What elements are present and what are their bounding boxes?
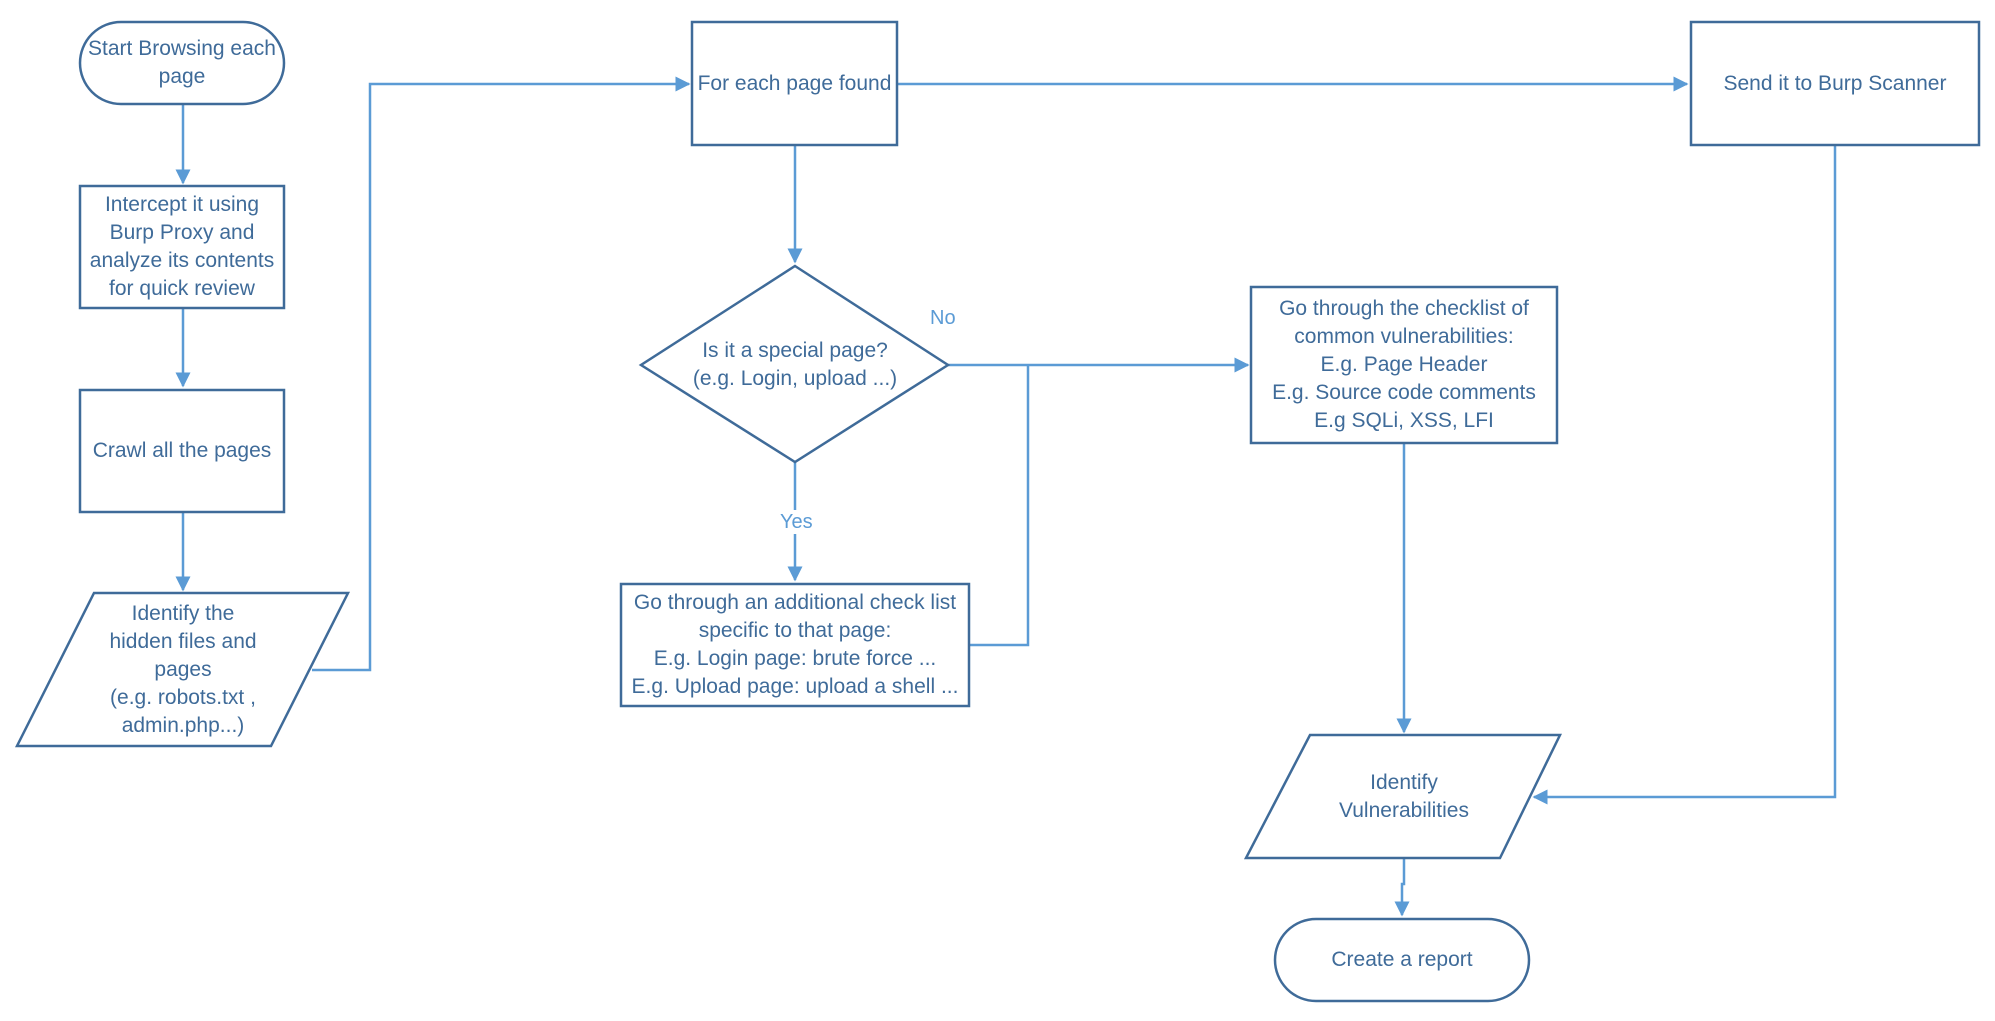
intercept-label: Intercept it using Burp Proxy and analyz… [89, 193, 275, 300]
report-terminator [1273, 917, 1531, 1003]
burp-scanner-process [1689, 20, 1981, 147]
identify-hidden-data-shape [14, 591, 351, 748]
additional-checklist-process [619, 582, 971, 708]
connector-identify-hidden-to-for-each [312, 76, 691, 672]
identify-vulns-data-shape [1243, 733, 1563, 860]
connector-identify-vulns-to-report [1394, 858, 1410, 917]
special-page-decision [638, 264, 951, 464]
additional-checklist-label: Go through an additional check list spec… [631, 591, 959, 698]
intercept-process [78, 184, 286, 310]
common-checklist-process [1249, 285, 1559, 445]
identify-hidden-label: Identify the hidden files and pages (e.g… [109, 601, 257, 737]
identify-vulns-label: Identify Vulnerabilities [1339, 770, 1469, 822]
common-checklist-label: Go through the checklist of common vulne… [1272, 297, 1536, 432]
for-each-label: For each page found [697, 71, 892, 95]
crawl-process [78, 388, 286, 514]
burp-scanner-label: Send it to Burp Scanner [1723, 71, 1947, 95]
connector-burp-scanner-to-identify-vulns [1532, 145, 1837, 805]
start-terminator [78, 20, 286, 106]
start-label: Start Browsing each page [88, 37, 276, 88]
edge-label-yes: Yes [777, 510, 816, 534]
report-label: Create a report [1331, 948, 1473, 971]
crawl-label: Crawl all the pages [92, 439, 272, 462]
edge-label-no: No [930, 307, 956, 329]
special-page-label: Is it a special page? (e.g. Login, uploa… [692, 339, 898, 390]
for-each-process [690, 20, 899, 147]
connector-additional-to-checklist [969, 365, 1030, 647]
